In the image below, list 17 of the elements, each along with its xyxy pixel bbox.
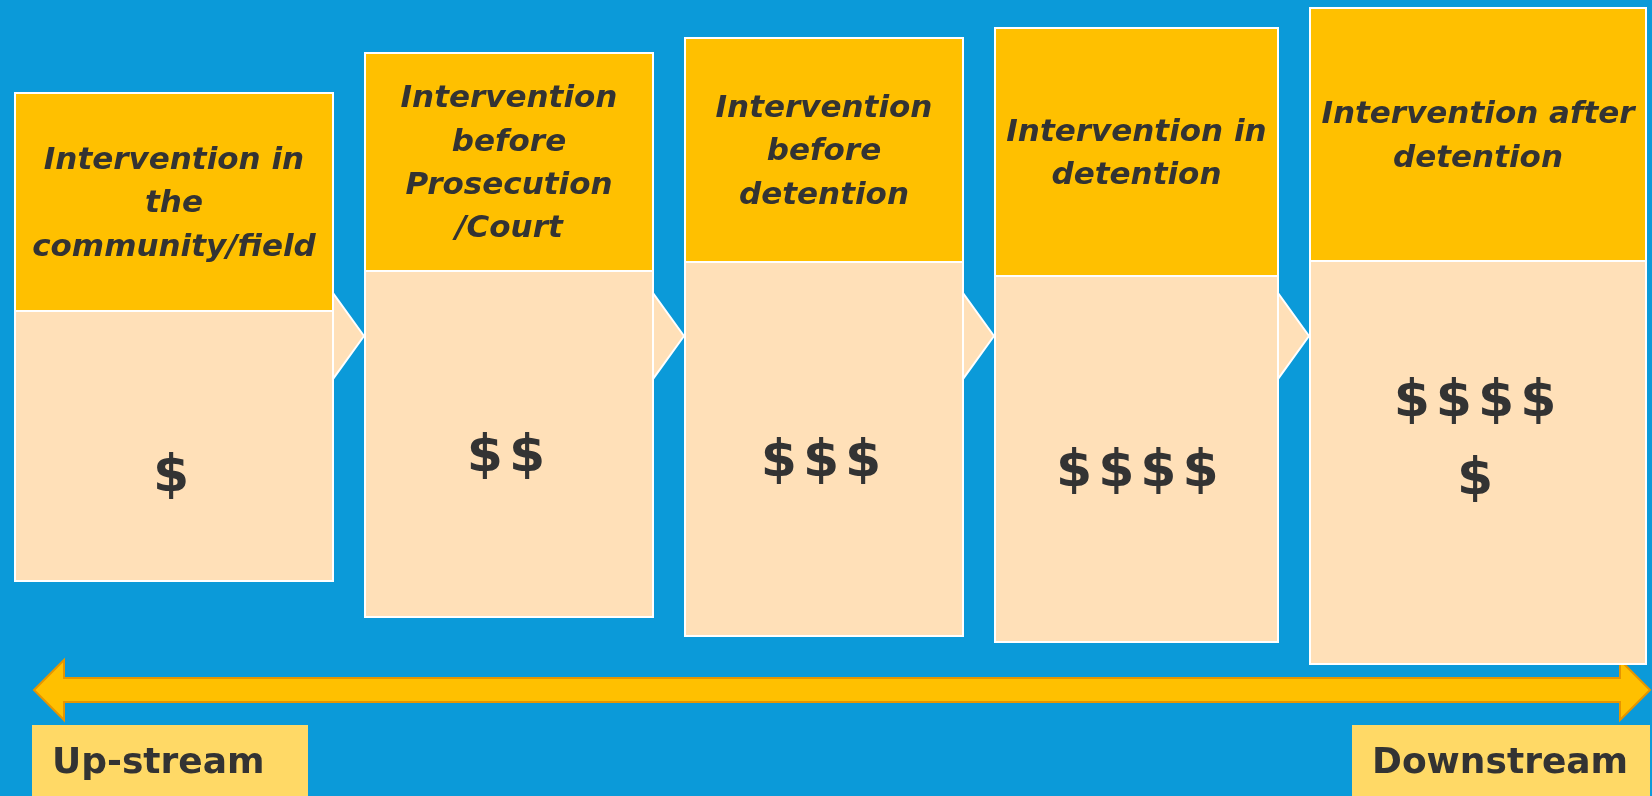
process-step-card — [994, 27, 1279, 643]
cost-indicator: $ — [151, 442, 197, 505]
process-step-card — [1309, 7, 1647, 665]
step-title: Intervention before detention — [714, 86, 934, 213]
cost-indicator: $$ — [465, 422, 553, 485]
process-step-card — [14, 92, 334, 582]
cost-indicator: $$$ — [759, 427, 889, 490]
step-title: Intervention before Prosecution /Court — [399, 77, 619, 247]
process-step-card — [364, 52, 654, 618]
stream-label: Up-stream — [32, 725, 308, 796]
cost-indicator: $$$$ $ — [1392, 367, 1564, 508]
step-title: Intervention after detention — [1320, 93, 1637, 176]
stream-label: Downstream — [1352, 725, 1650, 796]
cost-indicator: $$$$ — [1055, 437, 1226, 500]
process-step-card — [684, 37, 964, 637]
step-title: Intervention in detention — [1005, 110, 1268, 193]
step-title: Intervention in the community/field — [31, 138, 317, 265]
